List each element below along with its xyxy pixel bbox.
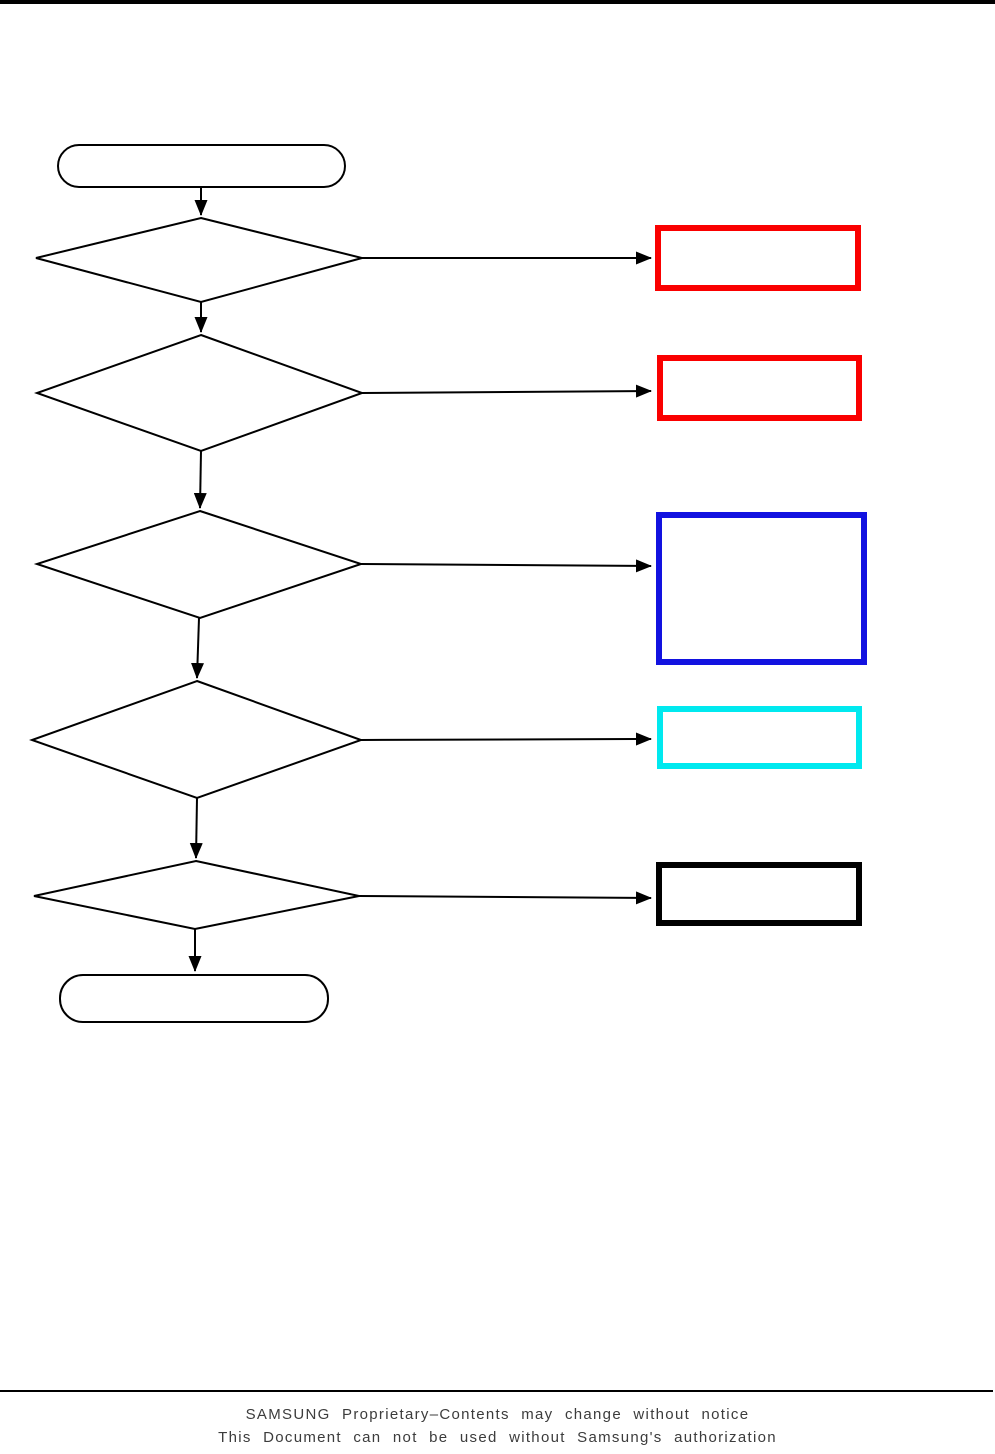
arrow-decision-5-to-action-5 bbox=[358, 891, 652, 905]
arrow-decision-4-to-action-4 bbox=[360, 732, 652, 746]
arrow-decision-3-to-action-3 bbox=[360, 559, 652, 573]
arrow-decision-4-to-decision-5 bbox=[189, 797, 203, 859]
action-4-cyan-box bbox=[657, 706, 862, 769]
footer-divider bbox=[0, 1390, 993, 1392]
action-1-red-box bbox=[655, 225, 861, 291]
action-3-blue-box bbox=[656, 512, 867, 665]
page-footer: SAMSUNG Proprietary–Contents may change … bbox=[0, 1390, 995, 1449]
action-5-black-box bbox=[656, 862, 862, 926]
flowchart-diagram bbox=[29, 144, 867, 1023]
decision-1 bbox=[35, 216, 366, 304]
decision-3 bbox=[33, 509, 365, 620]
arrow-decision-3-to-decision-4 bbox=[191, 617, 204, 679]
footer-notice-line-1: SAMSUNG Proprietary–Contents may change … bbox=[245, 1406, 750, 1423]
start-terminator bbox=[57, 144, 346, 188]
top-border-bar bbox=[0, 0, 995, 4]
decision-5 bbox=[33, 859, 360, 931]
end-terminator bbox=[59, 974, 329, 1023]
decision-2 bbox=[34, 333, 365, 453]
arrow-decision-2-to-action-2 bbox=[361, 384, 652, 398]
arrow-decision-2-to-decision-3 bbox=[193, 450, 207, 509]
footer-notice-line-2: This Document can not be used without Sa… bbox=[218, 1429, 777, 1446]
decision-4 bbox=[29, 679, 364, 800]
action-2-red-box bbox=[657, 355, 862, 421]
